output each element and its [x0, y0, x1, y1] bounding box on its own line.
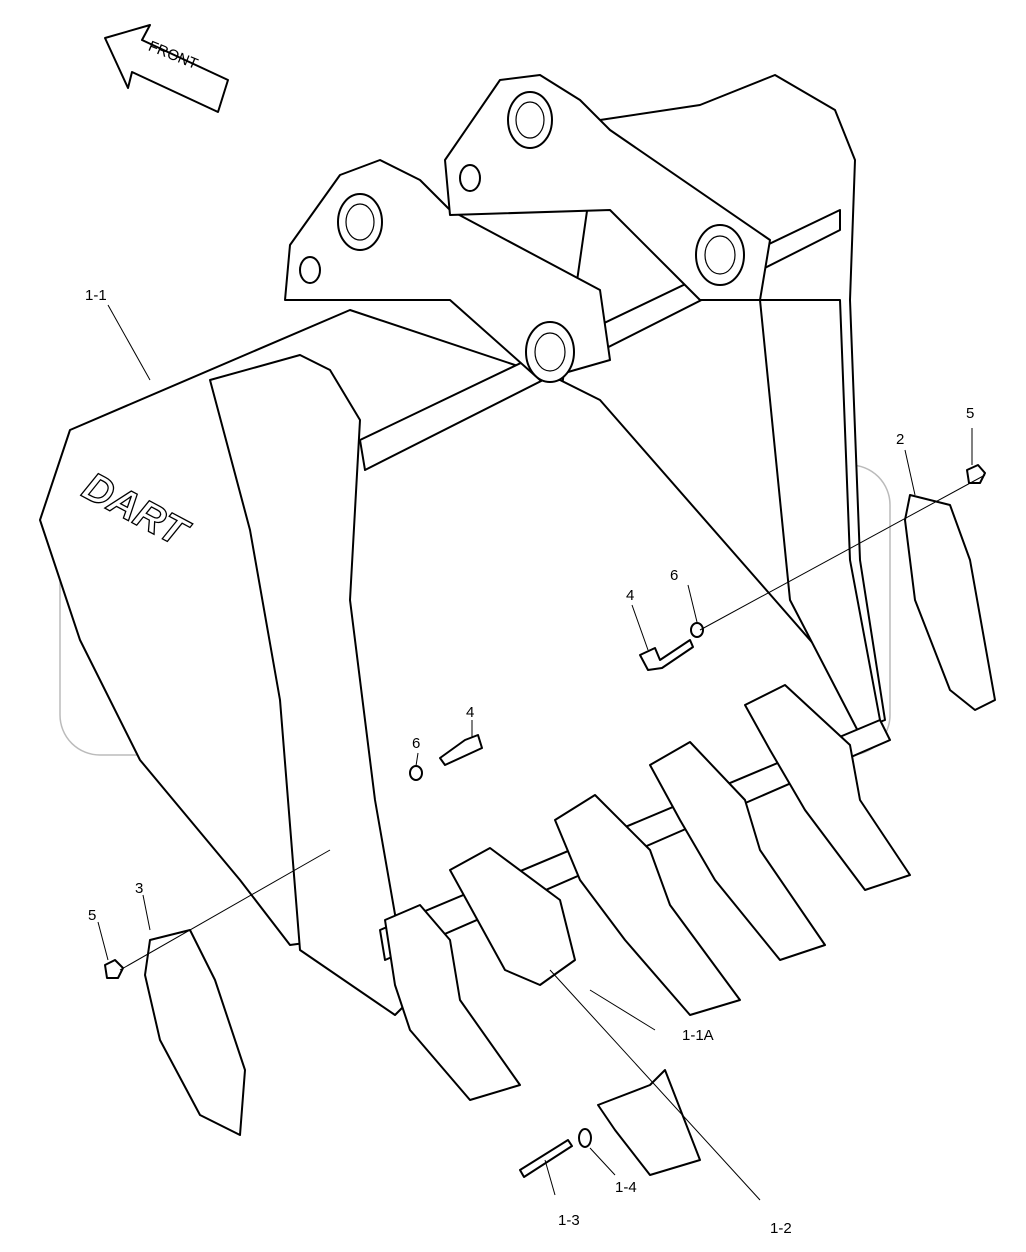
callout-6: 6: [670, 567, 678, 584]
callout-6: 6: [412, 735, 420, 752]
callout-1-1a: 1-1A: [682, 1027, 714, 1044]
callout-1-3: 1-3: [558, 1212, 580, 1229]
bolt-4a: [639, 639, 694, 671]
callout-5: 5: [966, 405, 974, 422]
tooth-1-2: [597, 1069, 701, 1176]
callout-4: 4: [466, 704, 474, 721]
pin-1-3: [519, 1139, 573, 1178]
callout-1-1: 1-1: [85, 287, 107, 304]
side-cutter-3: [144, 929, 246, 1136]
callout-1-2: 1-2: [770, 1220, 792, 1237]
washer-1-4: [578, 1128, 592, 1148]
callout-3: 3: [135, 880, 143, 897]
callout-2: 2: [896, 431, 904, 448]
callout-1-4: 1-4: [615, 1179, 637, 1196]
bucket-teeth: [384, 684, 911, 1101]
nut-5b: [104, 959, 124, 979]
front-arrow: FRONT: [104, 24, 229, 113]
washer-6a: [690, 622, 704, 638]
nut-5a: [966, 464, 986, 484]
side-cutter-2: [904, 494, 996, 711]
callout-4: 4: [626, 587, 634, 604]
washer-6b: [409, 765, 423, 781]
bolt-4b: [439, 734, 483, 766]
callout-5: 5: [88, 907, 96, 924]
